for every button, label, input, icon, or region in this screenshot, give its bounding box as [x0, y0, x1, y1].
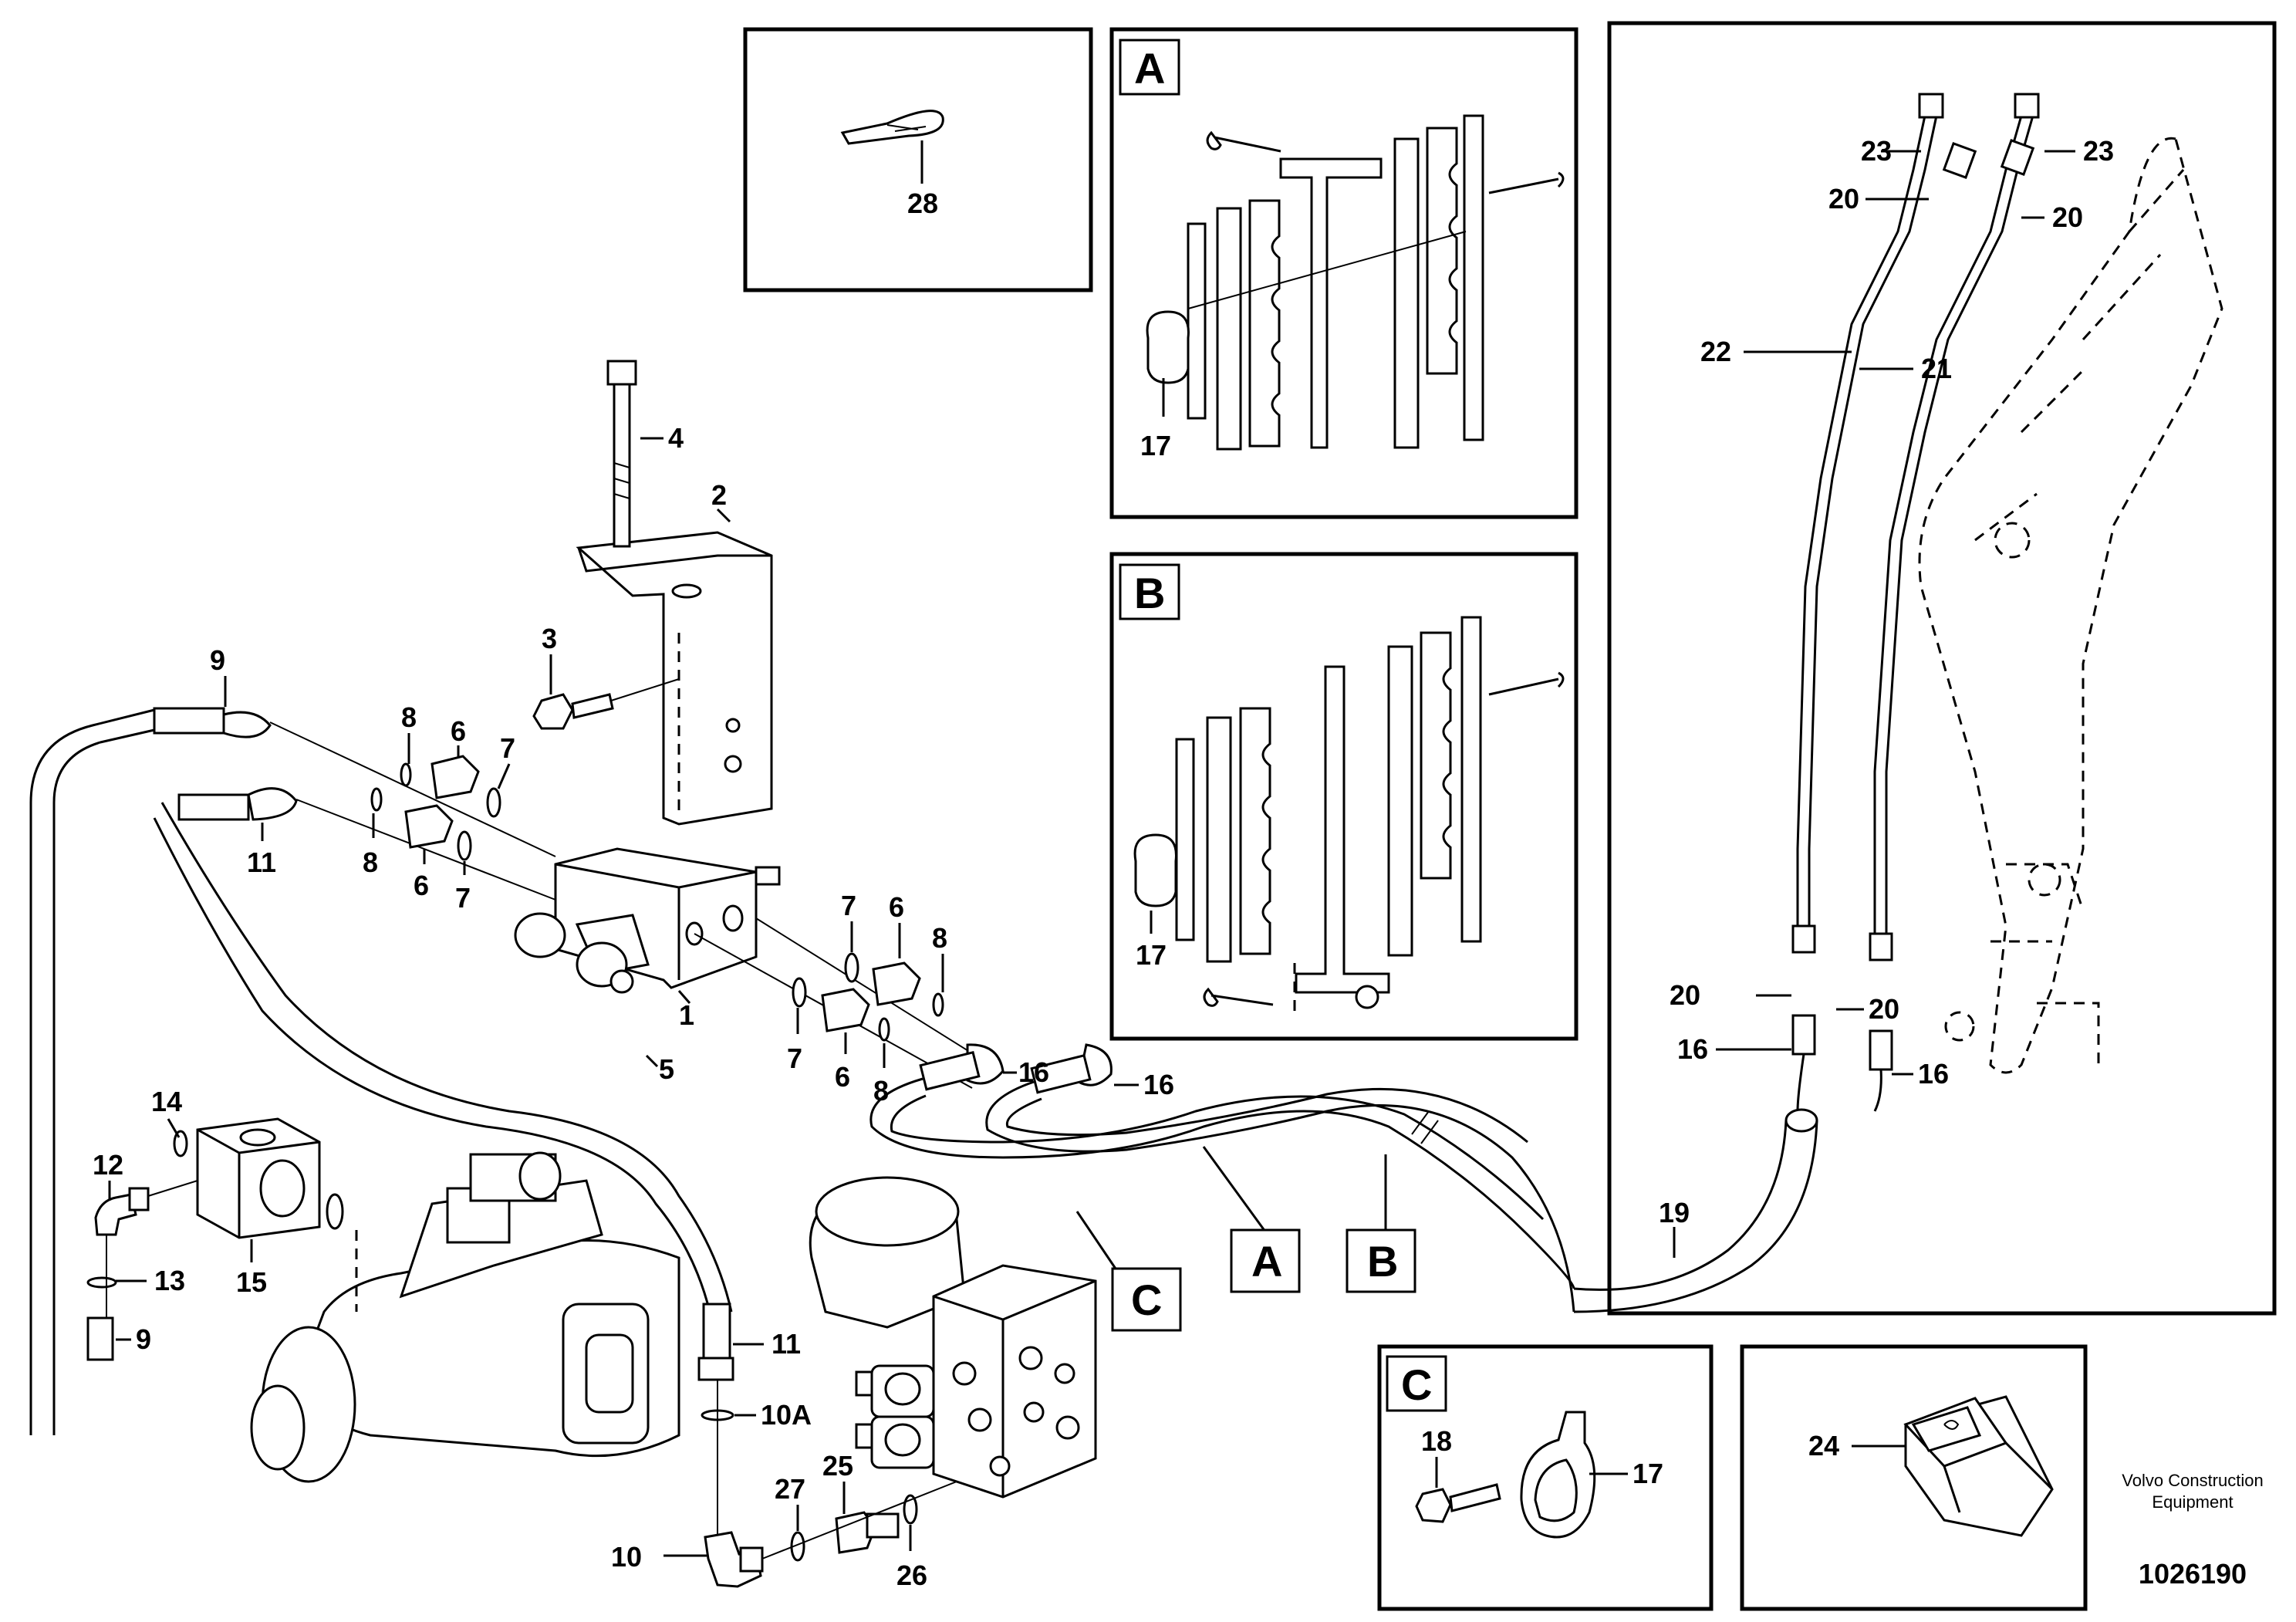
callout-18: 18 [1421, 1425, 1452, 1457]
valve-bracket [576, 531, 773, 826]
callout-7-lower-a: 7 [841, 890, 856, 921]
callout-23-right: 23 [2083, 135, 2114, 167]
ref-label-B: B [1367, 1237, 1398, 1286]
callout-11-lower: 11 [772, 1328, 801, 1360]
callout-14: 14 [151, 1086, 182, 1117]
solenoid-valve-block [809, 1176, 1097, 1499]
rocker-switch-24 [1903, 1395, 2054, 1537]
inset-C-frame [1377, 1344, 1714, 1611]
ref-box-C [1111, 1267, 1182, 1332]
callout-8-lower-a: 8 [932, 922, 947, 954]
fitting-25-27-26 [761, 1481, 957, 1562]
section-label-B: B [1134, 569, 1165, 617]
callout-10A: 10A [761, 1399, 812, 1431]
callout-16-boom-left: 16 [1677, 1033, 1708, 1065]
callout-28: 28 [907, 188, 938, 219]
flange-block-15 [173, 1117, 344, 1239]
callout-13: 13 [154, 1265, 185, 1296]
callout-20-top-left: 20 [1828, 183, 1859, 215]
company-name-line2: Equipment [2152, 1492, 2233, 1512]
callout-7-upper-b: 7 [455, 882, 471, 914]
label-box-A [1119, 39, 1180, 96]
callout-8-lower-b: 8 [873, 1075, 889, 1107]
callout-8-upper-a: 8 [401, 701, 417, 733]
bolt-4 [606, 360, 637, 548]
callout-17-A: 17 [1140, 430, 1171, 461]
label-box-C [1386, 1355, 1447, 1412]
callout-26: 26 [896, 1559, 927, 1591]
callout-8-upper-b: 8 [363, 846, 378, 878]
callout-6-lower-b: 6 [835, 1061, 850, 1093]
boom-outline [1918, 137, 2223, 1074]
hose-16-pair [869, 1043, 1575, 1313]
clamp-assembly-B [1133, 616, 1565, 1019]
company-name-line1: Volvo Construction [2122, 1471, 2263, 1490]
fitting-set-lower [694, 917, 1004, 1089]
ref-box-A [1230, 1228, 1301, 1293]
callout-7-lower-b: 7 [787, 1042, 802, 1074]
callout-25: 25 [822, 1450, 853, 1482]
callout-17-C: 17 [1633, 1458, 1663, 1489]
callout-16-left: 16 [1018, 1056, 1049, 1088]
hose-9-11-upper [29, 707, 733, 1435]
callout-9-upper: 9 [210, 644, 225, 676]
ref-label-A: A [1251, 1237, 1282, 1286]
callout-22: 22 [1700, 336, 1731, 367]
callout-20-bottom-right: 20 [1869, 993, 1899, 1025]
callout-21: 21 [1921, 353, 1952, 384]
elbow-fitting-12 [86, 1180, 198, 1361]
inset-cable-tie-frame [743, 27, 1093, 292]
label-box-B [1119, 563, 1180, 620]
callout-12: 12 [93, 1149, 123, 1181]
inset-A-frame [1109, 27, 1578, 519]
ref-label-C: C [1131, 1276, 1162, 1324]
callout-1: 1 [679, 999, 694, 1031]
callout-9-lower: 9 [136, 1323, 151, 1355]
hose-11-lower [697, 1303, 764, 1588]
inset-B-frame [1109, 552, 1578, 1041]
callout-6-upper-a: 6 [451, 715, 466, 747]
callout-24: 24 [1808, 1430, 1839, 1461]
callout-20-top-right: 20 [2052, 201, 2083, 233]
callout-4: 4 [668, 422, 684, 454]
callout-7-upper-a: 7 [500, 732, 515, 764]
callout-3: 3 [542, 623, 557, 654]
callout-16-boom-right: 16 [1918, 1058, 1949, 1090]
hydraulic-pump [250, 1151, 680, 1483]
callout-20-bottom-left: 20 [1670, 979, 1700, 1011]
inset-switch-frame [1740, 1344, 2088, 1611]
callout-16-right: 16 [1143, 1069, 1174, 1100]
hose-assembly-21-22 [1573, 93, 2040, 1313]
callout-27: 27 [775, 1473, 805, 1505]
callout-6-upper-b: 6 [414, 870, 429, 901]
callout-6-lower-a: 6 [889, 891, 904, 923]
bolt-3 [532, 678, 680, 730]
callout-10: 10 [611, 1541, 642, 1573]
cable-tie-part [840, 110, 944, 145]
clamp-assembly-A [1146, 114, 1565, 451]
callout-5: 5 [659, 1053, 674, 1085]
valve-block [514, 847, 781, 994]
callout-19: 19 [1659, 1197, 1690, 1228]
callout-15: 15 [236, 1266, 267, 1298]
clamp-bolt-C [1415, 1411, 1596, 1539]
callout-17-B: 17 [1136, 939, 1167, 971]
callout-23-left: 23 [1861, 135, 1892, 167]
callout-2: 2 [711, 479, 727, 511]
callout-11-upper: 11 [247, 846, 276, 878]
section-label-A: A [1134, 44, 1165, 93]
section-label-C: C [1401, 1360, 1432, 1409]
inset-boom-frame [1607, 21, 2277, 1316]
fitting-set-upper [370, 755, 501, 861]
drawing-number: 1026190 [2139, 1558, 2247, 1590]
ref-box-B [1346, 1228, 1416, 1293]
